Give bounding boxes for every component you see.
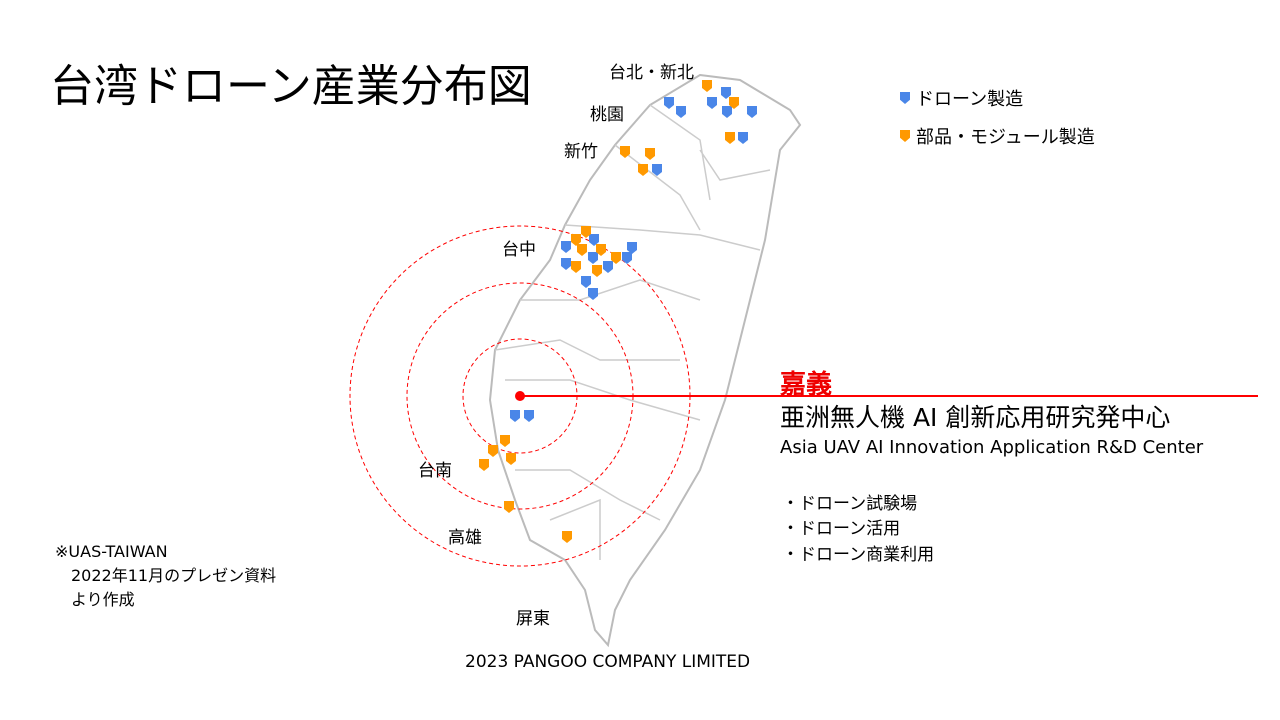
- drone-manufacturer-marker: [561, 258, 571, 270]
- note-line: ※UAS-TAIWAN: [55, 542, 168, 561]
- region-label-pingtung: 屏東: [516, 609, 550, 629]
- page-title: 台湾ドローン産業分布図: [50, 61, 532, 112]
- parts-manufacturer-marker: [620, 146, 630, 158]
- feature-item: ・ドローン活用: [782, 519, 901, 539]
- drone-manufacturer-marker: [721, 87, 731, 99]
- note-line: 2022年11月のプレゼン資料: [55, 566, 277, 585]
- parts-manufacturer-marker: [571, 261, 581, 273]
- drone-manufacturer-marker: [664, 97, 674, 109]
- drone-manufacturer-marker: [603, 261, 613, 273]
- drone-manufacturer-marker: [722, 106, 732, 118]
- feature-item: ・ドローン商業利用: [782, 545, 935, 565]
- center-city: 嘉義: [780, 370, 833, 400]
- parts-manufacturer-marker: [596, 244, 606, 256]
- drone-manufacturer-marker: [627, 242, 637, 254]
- region-label-tainan: 台南: [418, 461, 452, 481]
- legend-label: ドローン製造: [916, 89, 1024, 110]
- drone-manufacturer-marker: [588, 252, 598, 264]
- drone-manufacturer-marker: [589, 234, 599, 246]
- drone-manufacturer-marker: [738, 132, 748, 144]
- drone-manufacturer-marker: [561, 241, 571, 253]
- region-label-taipei: 台北・新北: [609, 63, 694, 83]
- source-note: ※UAS-TAIWAN 2022年11月のプレゼン資料 より作成: [55, 540, 276, 612]
- county-borders: [494, 104, 771, 560]
- parts-manufacturer-marker: [506, 453, 516, 465]
- region-label-hsinchu: 新竹: [564, 142, 598, 162]
- parts-manufacturer-marker: [645, 148, 655, 160]
- taiwan-outline: [488, 73, 802, 648]
- region-label-kaohsiung: 高雄: [448, 528, 482, 548]
- parts-manufacturer-marker: [592, 265, 602, 277]
- center-name-jp: 亜洲無人機 AI 創新応用研究発中心: [780, 403, 1171, 432]
- region-label-taichung: 台中: [502, 240, 536, 260]
- legend-label: 部品・モジュール製造: [916, 127, 1095, 148]
- drone-manufacturer-marker: [510, 410, 520, 422]
- drone-manufacturer-marker: [676, 106, 686, 118]
- drone-manufacturer-marker: [622, 252, 632, 264]
- parts-manufacturer-marker: [504, 501, 514, 513]
- copyright: 2023 PANGOO COMPANY LIMITED: [465, 652, 751, 672]
- parts-manufacturer-marker: [571, 234, 581, 246]
- drone-manufacturer-marker: [524, 410, 534, 422]
- parts-manufacturer-marker: [577, 244, 587, 256]
- drone-manufacturer-marker: [707, 97, 717, 109]
- note-line: より作成: [55, 590, 135, 609]
- parts-manufacturer-marker: [479, 459, 489, 471]
- parts-manufacturer-marker: [581, 226, 591, 238]
- parts-marker-icon: [900, 130, 910, 142]
- chiayi-center-dot: [515, 391, 525, 401]
- center-name-en: Asia UAV AI Innovation Application R&D C…: [780, 437, 1204, 458]
- parts-manufacturer-marker: [638, 164, 648, 176]
- feature-item: ・ドローン試験場: [782, 494, 918, 514]
- region-label-taoyuan: 桃園: [590, 105, 624, 125]
- legend-parts: 部品・モジュール製造: [900, 123, 1095, 149]
- parts-manufacturer-marker: [500, 435, 510, 447]
- drone-manufacturer-marker: [652, 164, 662, 176]
- drone-marker-icon: [900, 92, 910, 104]
- parts-manufacturer-marker: [729, 97, 739, 109]
- drone-manufacturer-marker: [747, 106, 757, 118]
- legend-drone: ドローン製造: [900, 85, 1023, 111]
- drone-manufacturer-marker: [588, 288, 598, 300]
- parts-manufacturer-marker: [611, 252, 621, 264]
- drone-manufacturer-marker: [581, 276, 591, 288]
- parts-manufacturer-marker: [725, 132, 735, 144]
- parts-manufacturer-marker: [702, 80, 712, 92]
- parts-manufacturer-marker: [488, 445, 498, 457]
- parts-manufacturer-marker: [562, 531, 572, 543]
